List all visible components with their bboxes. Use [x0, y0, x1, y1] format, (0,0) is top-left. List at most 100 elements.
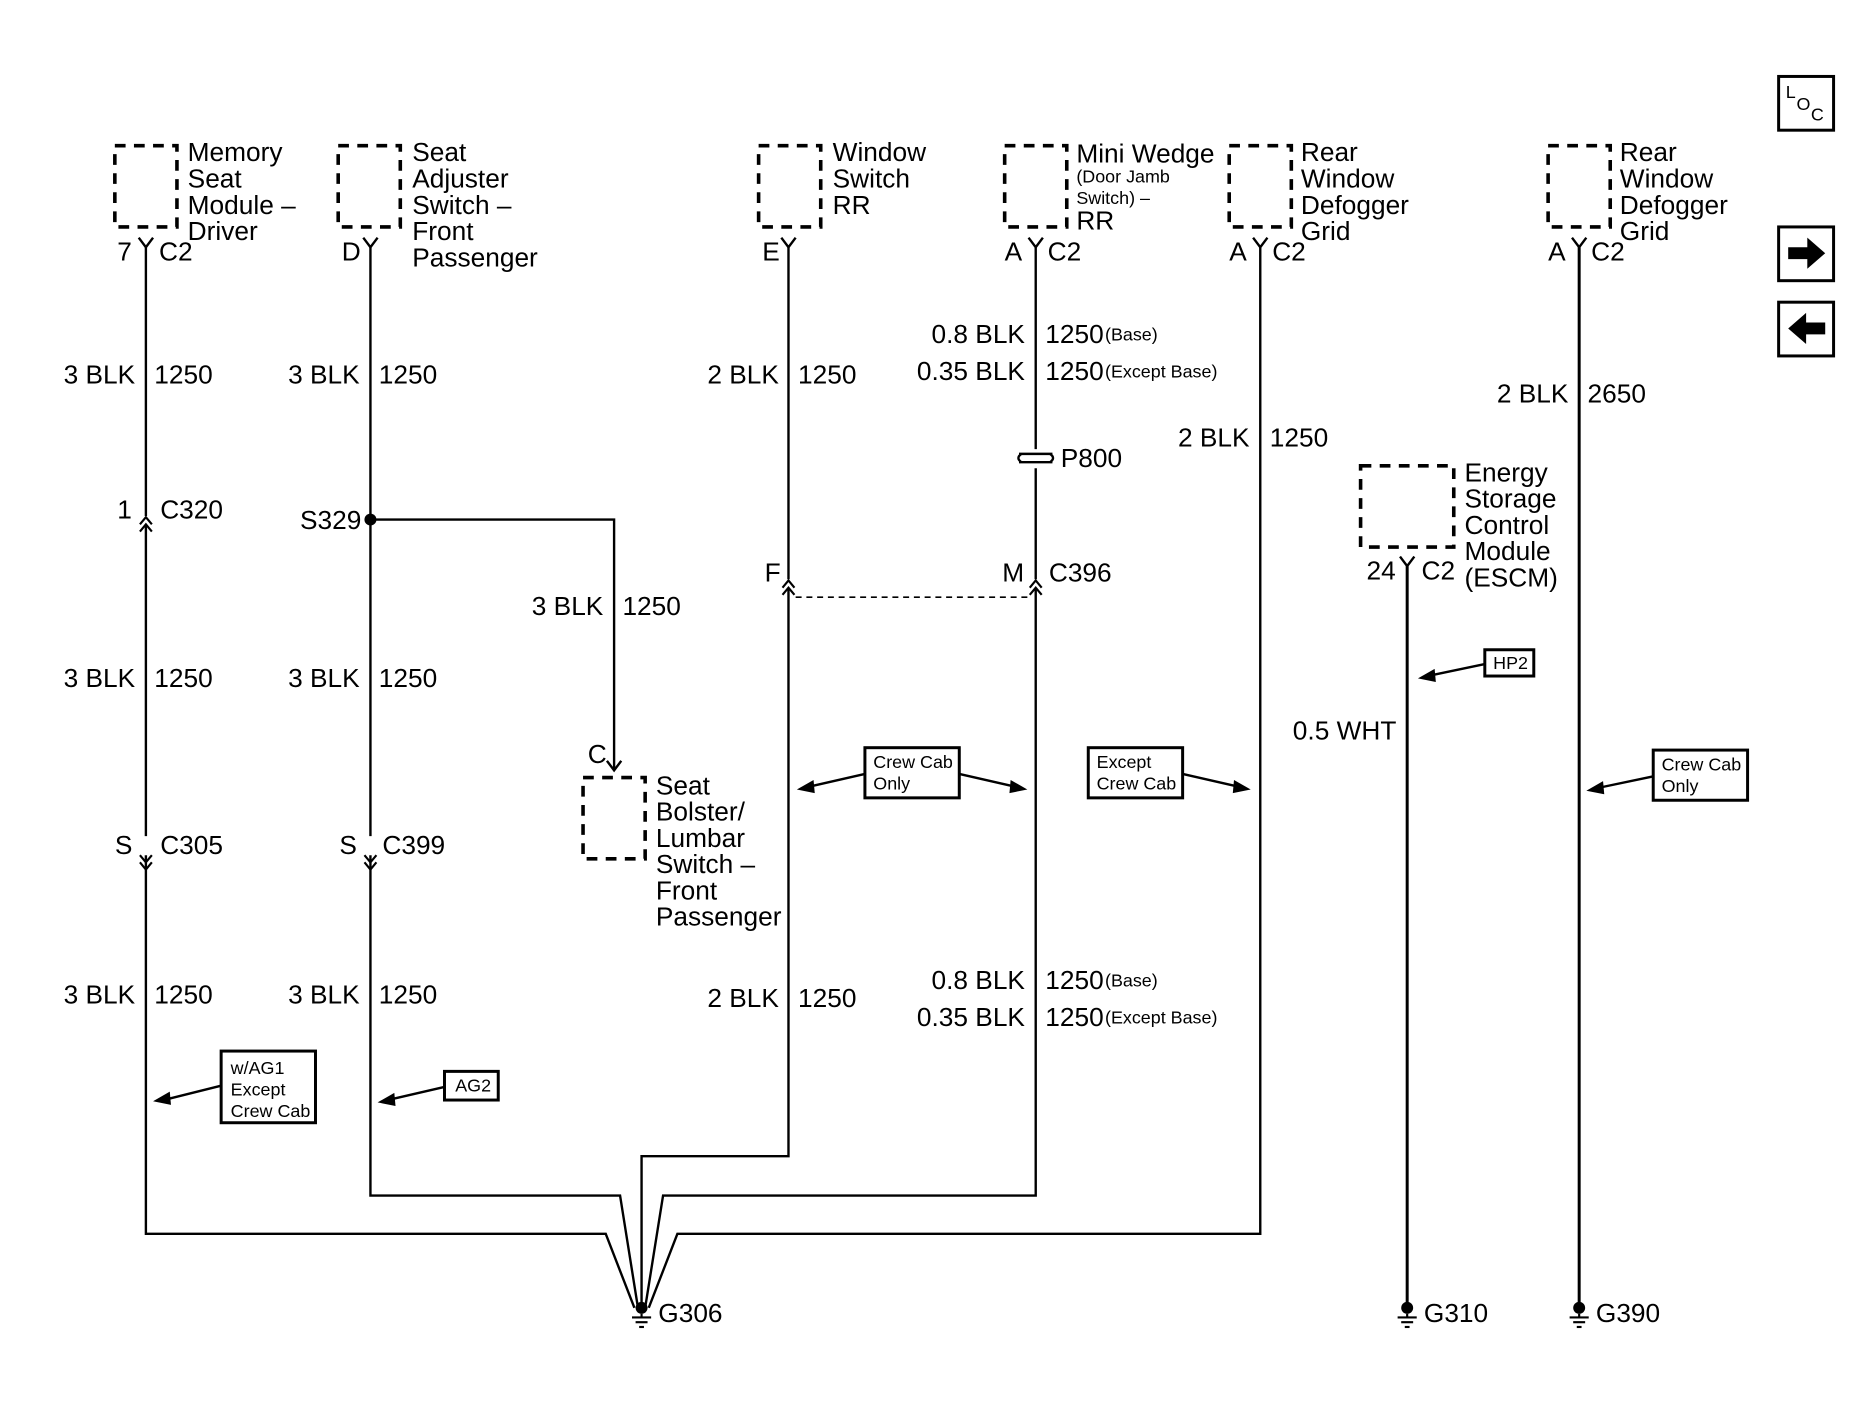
option-ag2: AG2	[377, 1069, 500, 1107]
c320-pin-label: 1	[117, 494, 132, 524]
window-switch-outline	[756, 143, 823, 229]
option-line: Only	[1662, 776, 1699, 796]
ground-icon	[1397, 1313, 1417, 1329]
wire-circuit-label: 1250	[154, 359, 212, 389]
mini-wedge-door-jamb-switch-rr: Mini Wedge (Door Jamb Switch) – RR A C2	[1002, 138, 1215, 266]
window-switch-label-1: Window	[833, 137, 927, 167]
seat-bolster-outline	[581, 775, 647, 861]
ground-label: G310	[1424, 1298, 1488, 1328]
pin-terminal	[1027, 236, 1044, 250]
rear-defog-1-outline	[1227, 143, 1294, 229]
rear-defog-2-pin: A	[1548, 236, 1566, 266]
seat-bolster-label-4: Switch –	[656, 849, 756, 879]
wire-segment	[647, 247, 1262, 1309]
loc-button[interactable]: L O C	[1777, 74, 1836, 132]
loc-letter-c: C	[1811, 105, 1824, 125]
mini-wedge-label-1: Mini Wedge	[1076, 138, 1214, 168]
wire-labels: 3 BLK 1250 3 BLK 1250 3 BLK 1250 3 BLK 1…	[64, 319, 1646, 1032]
rear-defog-1-label-3: Defogger	[1301, 190, 1409, 220]
seat-bolster-pin: C	[588, 739, 607, 769]
option-line: Crew Cab	[231, 1101, 311, 1121]
previous-page-button[interactable]	[1777, 300, 1836, 358]
c320-symbol	[139, 515, 153, 533]
memory-seat-module-outline	[113, 143, 179, 229]
option-line: Except	[1097, 752, 1152, 772]
wire-color-label: 2 BLK	[1497, 379, 1569, 409]
arrow-left-icon	[1417, 668, 1436, 683]
wire-circuit-label: 1250	[1045, 965, 1103, 995]
memory-seat-label-3: Module –	[188, 190, 296, 220]
p800-label: P800	[1061, 443, 1122, 473]
rear-defog-2-label-4: Grid	[1620, 216, 1670, 246]
seat-bolster-label-5: Front	[656, 875, 718, 905]
window-switch-rr: Window Switch RR E	[756, 137, 927, 266]
option-wag1-except-crew-cab: w/AG1 Except Crew Cab	[153, 1049, 317, 1125]
seat-bolster-label-1: Seat	[656, 770, 711, 800]
option-hp2: HP2	[1417, 648, 1536, 683]
next-page-button[interactable]	[1777, 225, 1836, 283]
wire-circuit-label: 1250	[1045, 356, 1103, 386]
ground-g310: G310	[1397, 1298, 1488, 1329]
wire-color-label: 3 BLK	[532, 591, 604, 621]
ground-label: G390	[1596, 1298, 1660, 1328]
arrow-right-icon	[1788, 237, 1826, 269]
wire-color-label: 0.35 BLK	[917, 356, 1026, 386]
wire-color-label: 2 BLK	[707, 983, 779, 1013]
splice-s329-dot	[364, 513, 377, 526]
seat-bolster-label-2: Bolster/	[656, 797, 746, 827]
wire-segment	[144, 855, 636, 1309]
wire-color-label: 3 BLK	[288, 979, 360, 1009]
arrow-left-icon	[1586, 781, 1605, 795]
seat-adjuster-label-4: Front	[412, 216, 474, 246]
arrow-left-icon	[377, 1092, 396, 1107]
wire-color-label: 3 BLK	[64, 359, 136, 389]
option-line: Crew Cab	[873, 752, 953, 772]
seat-adjuster-label-1: Seat	[412, 137, 467, 167]
c399-symbol	[363, 854, 378, 872]
memory-seat-pin: 7	[117, 236, 132, 266]
wire-color-label: 0.35 BLK	[917, 1002, 1026, 1032]
loc-letter-l: L	[1786, 82, 1796, 102]
ground-node-dot	[1573, 1301, 1586, 1314]
loc-letter-o: O	[1797, 94, 1811, 114]
c399-pin-label: S	[339, 830, 357, 860]
wire-segment	[640, 588, 790, 1308]
wire-circuit-label: 1250	[1270, 423, 1328, 453]
c305-symbol	[139, 854, 153, 872]
window-switch-pin: E	[762, 236, 780, 266]
c320-label: C320	[160, 494, 223, 524]
seat-adjuster-outline	[336, 143, 403, 229]
option-callouts: w/AG1 Except Crew Cab AG2 Crew Cab Only …	[153, 648, 1750, 1125]
option-line: AG2	[455, 1076, 491, 1096]
ground-node-dot	[635, 1301, 648, 1314]
mini-wedge-outline	[1002, 143, 1069, 229]
option-crew-cab-only-1: Crew Cab Only	[796, 746, 1028, 800]
window-switch-label-2: Switch	[833, 164, 910, 194]
wire-color-label: 3 BLK	[288, 359, 360, 389]
pin-terminal	[362, 236, 379, 250]
option-line: w/AG1	[230, 1058, 285, 1078]
wire-color-label: 3 BLK	[64, 979, 136, 1009]
wire-circuit-label: 1250	[379, 979, 437, 1009]
ground-label: G306	[658, 1298, 722, 1328]
wire-circuit-label: 1250	[1045, 1002, 1103, 1032]
arrow-left-icon	[153, 1091, 171, 1105]
option-line: HP2	[1493, 653, 1528, 673]
rear-defog-2-label-1: Rear	[1620, 137, 1677, 167]
wire-option-note: (Base)	[1105, 971, 1158, 991]
wire-option-note: (Except Base)	[1105, 361, 1217, 381]
wire-circuit-label: 1250	[798, 983, 856, 1013]
c305-label: C305	[160, 830, 223, 860]
rear-defog-2-outline	[1546, 143, 1613, 229]
wire-color-label: 0.8 BLK	[931, 319, 1025, 349]
splice-s329-label: S329	[300, 505, 361, 535]
seat-adjuster-switch-front-passenger: Seat Adjuster Switch – Front Passenger D	[336, 137, 538, 272]
pin-terminal	[605, 760, 623, 773]
mini-wedge-label-4: RR	[1076, 205, 1114, 235]
wire-circuit-label: 1250	[379, 359, 437, 389]
wire-color-label: 0.8 BLK	[931, 965, 1025, 995]
wire-circuit-label: 1250	[1045, 319, 1103, 349]
escm-label-5: (ESCM)	[1465, 562, 1558, 592]
